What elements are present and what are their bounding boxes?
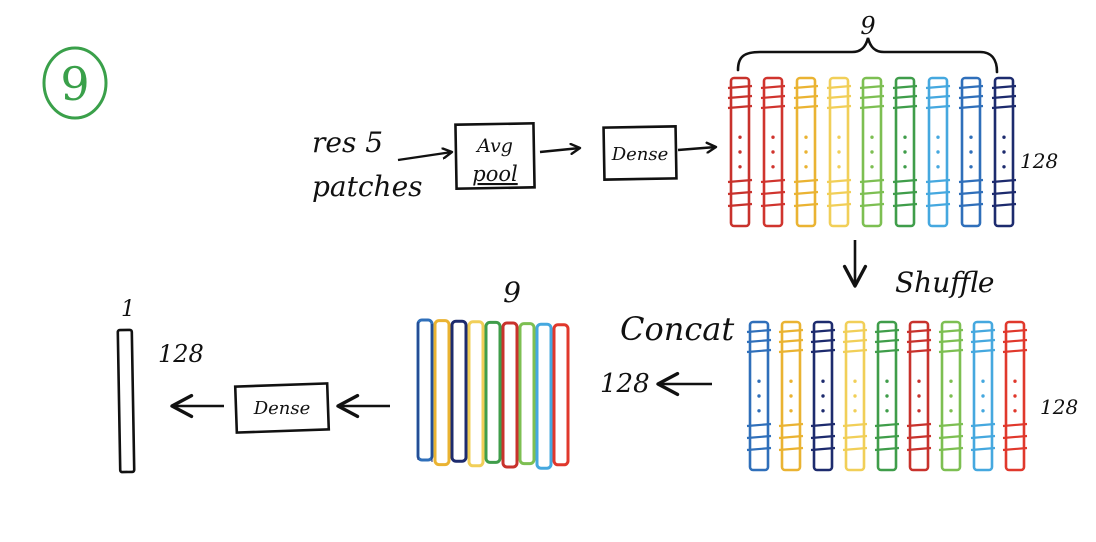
- shuffled-column: [810, 320, 836, 472]
- concat-strip: [433, 319, 451, 467]
- shuffled-size-label: 128: [1040, 395, 1078, 419]
- top-embedding-block: 9 128: [727, 12, 1058, 228]
- concat-count-label: 9: [503, 276, 521, 309]
- concat-size-label: 128: [600, 369, 650, 399]
- dense-top-label: Dense: [611, 144, 669, 165]
- top-column: [958, 76, 984, 228]
- top-column: [925, 76, 951, 228]
- shuffled-embedding-block: 128: [746, 320, 1078, 472]
- concat-strip: [552, 323, 570, 467]
- arrow-input-to-pool: [397, 152, 452, 162]
- output-vector: 1 128: [116, 297, 204, 474]
- top-columns: [727, 76, 1017, 228]
- shuffled-column: [938, 320, 964, 472]
- concat-block: 9: [416, 276, 570, 470]
- avg-pool-box: Avg pool: [454, 122, 536, 190]
- shuffled-column: [842, 320, 868, 472]
- output-width-label: 1: [121, 297, 135, 322]
- shuffled-column: [778, 320, 804, 472]
- avg-pool-label-line1: Avg: [475, 135, 513, 157]
- top-column: [727, 76, 753, 228]
- input-label-line2: patches: [312, 170, 423, 203]
- output-column: [116, 328, 136, 474]
- concat-outline: [417, 322, 433, 462]
- step-number: 9: [60, 57, 89, 111]
- avg-pool-label-line2: pool: [472, 162, 517, 186]
- top-column: [826, 76, 852, 228]
- input-label: res 5 patches: [312, 126, 423, 203]
- arrow-pool-to-dense: [539, 148, 580, 152]
- top-column: [991, 76, 1017, 228]
- dense-box-top: Dense: [602, 125, 678, 181]
- shuffled-column: [1002, 320, 1028, 472]
- concat-strip: [501, 321, 519, 469]
- output-size-label: 128: [158, 340, 204, 368]
- shuffle-label: Shuffle: [895, 266, 994, 299]
- concat-strips: [416, 318, 570, 470]
- dense-box-bottom: Dense: [233, 382, 331, 434]
- shuffled-column: [746, 320, 772, 472]
- concat-strip: [535, 322, 553, 470]
- concat-strip: [518, 322, 536, 466]
- top-column: [760, 76, 786, 228]
- top-column: [793, 76, 819, 228]
- concat-strip: [416, 318, 434, 462]
- concat-strip: [484, 320, 502, 464]
- concat-label: Concat: [620, 310, 734, 348]
- concat-strip: [450, 319, 468, 463]
- shuffled-column: [906, 320, 932, 472]
- input-label-line1: res 5: [312, 126, 383, 159]
- step-circle: [42, 46, 108, 120]
- top-column: [892, 76, 918, 228]
- shuffled-column: [970, 320, 996, 472]
- dense-bottom-label: Dense: [253, 398, 311, 419]
- top-column: [859, 76, 885, 228]
- concat-strip: [467, 320, 485, 468]
- top-size-label: 128: [1020, 149, 1058, 173]
- shuffled-column: [874, 320, 900, 472]
- top-count-brace: [736, 37, 999, 74]
- top-count-label: 9: [860, 12, 875, 40]
- step-badge: 9: [42, 46, 108, 120]
- arrow-dense-to-embeddings: [677, 147, 716, 150]
- shuffled-columns: [746, 320, 1028, 472]
